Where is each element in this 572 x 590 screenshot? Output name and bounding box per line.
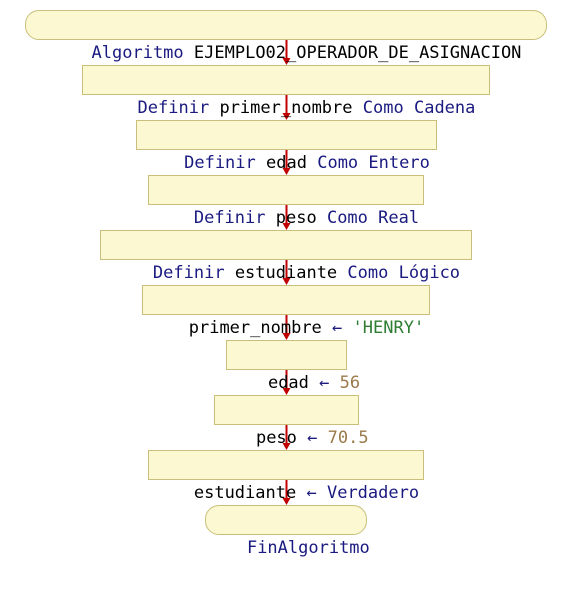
assigned-value: 70.5 [327,428,369,448]
type-name: Cadena [413,98,476,118]
connector-arrow [282,315,291,340]
assign-arrow: ← [307,428,318,448]
define-keyword: Definir [137,98,210,118]
connector-arrow [282,150,291,175]
variable-name: edad [266,153,307,173]
variable-name: edad [267,373,309,393]
definition-node[interactable]: Definir peso Como Real [148,175,424,228]
connector-arrow [282,40,291,65]
assigned-value: 56 [339,373,361,393]
connector-arrow [282,95,291,120]
connector-arrow [282,480,291,505]
define-keyword: Definir [193,208,266,228]
connector-arrow [282,370,291,395]
type-name: Entero [368,153,430,173]
start-keyword: Algoritmo [91,43,184,63]
define-keyword: Definir [152,263,225,283]
variable-name: primer_nombre [188,318,322,338]
as-keyword: Como [326,208,368,228]
as-keyword: Como [317,153,359,173]
connectors [282,40,291,505]
assign-arrow: ← [332,318,343,338]
define-keyword: Definir [184,153,256,173]
algorithm-name: EJEMPLO02_OPERADOR_DE_ASIGNACION [193,43,522,63]
assign-arrow: ← [319,373,330,393]
as-keyword: Como [362,98,404,118]
assignment-node[interactable]: peso ← 70.5 [214,395,369,448]
assigned-value: 'HENRY' [352,318,425,338]
end-node[interactable]: FinAlgoritmo [205,505,370,558]
assignment-node[interactable]: estudiante ← Verdadero [148,450,424,503]
variable-name: estudiante [193,483,297,503]
variable-name: primer_nombre [219,98,353,118]
connector-arrow [282,260,291,285]
variable-name: peso [255,428,297,448]
type-name: Lógico [398,263,461,283]
as-keyword: Como [347,263,389,283]
connector-arrow [282,205,291,230]
variable-name: estudiante [234,263,338,283]
type-name: Real [378,208,420,228]
connector-arrow [282,425,291,450]
start-node[interactable]: Algoritmo EJEMPLO02_OPERADOR_DE_ASIGNACI… [25,10,547,63]
assignment-node[interactable]: primer_nombre ← 'HENRY' [142,285,430,338]
definition-node[interactable]: Definir edad Como Entero [136,120,437,173]
end-keyword: FinAlgoritmo [246,538,370,558]
assign-arrow: ← [306,483,317,503]
variable-name: peso [275,208,317,228]
definition-node[interactable]: Definir primer_nombre Como Cadena [82,65,490,118]
assignment-node[interactable]: edad ← 56 [226,340,360,393]
definition-node[interactable]: Definir estudiante Como Lógico [100,230,472,283]
assigned-value: Verdadero [326,483,420,503]
